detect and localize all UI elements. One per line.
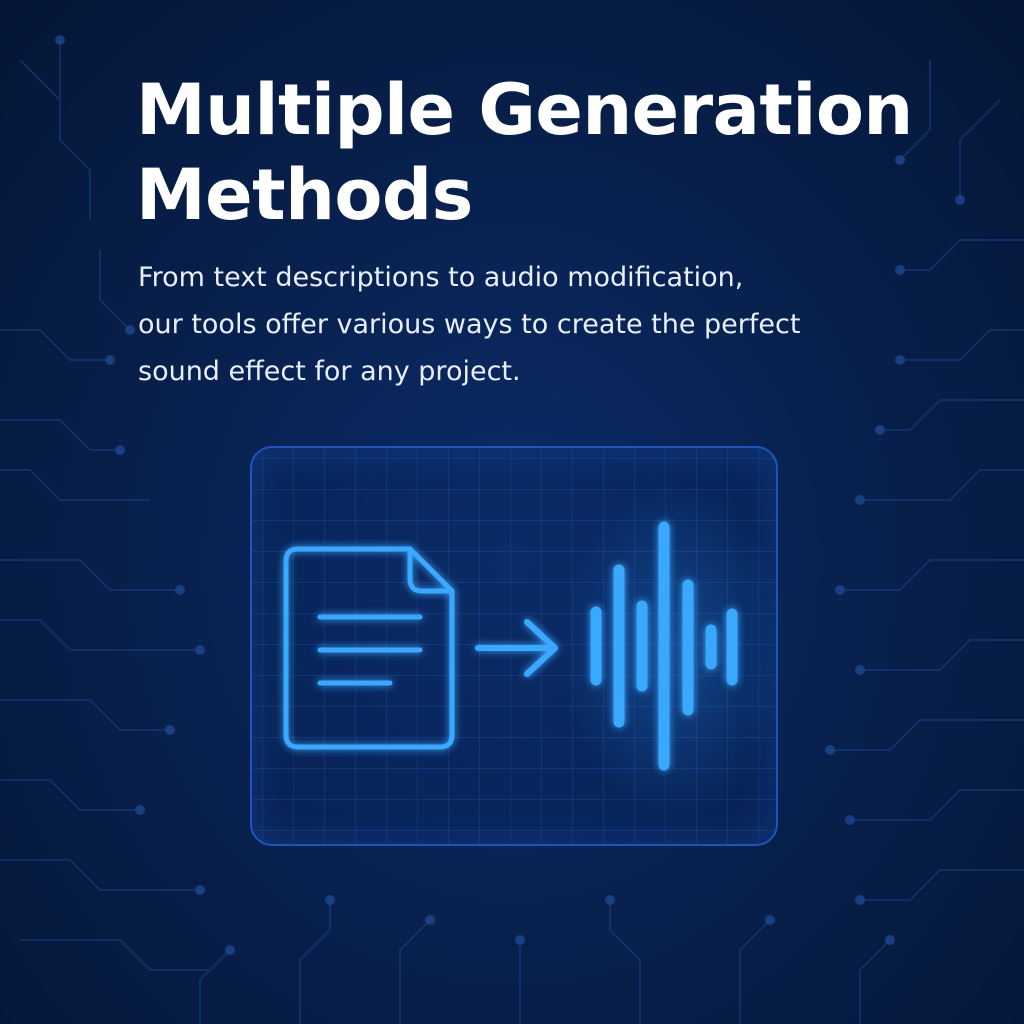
title-line-2: Methods [136,154,473,236]
description: From text descriptions to audio modifica… [138,254,898,395]
title-line-1: Multiple Generation [136,69,913,151]
illustration-panel [250,446,778,846]
description-line-3: sound effect for any project. [138,356,521,387]
page-title: Multiple Generation Methods [136,68,956,238]
description-line-1: From text descriptions to audio modifica… [138,262,744,293]
description-line-2: our tools offer various ways to create t… [138,309,801,340]
